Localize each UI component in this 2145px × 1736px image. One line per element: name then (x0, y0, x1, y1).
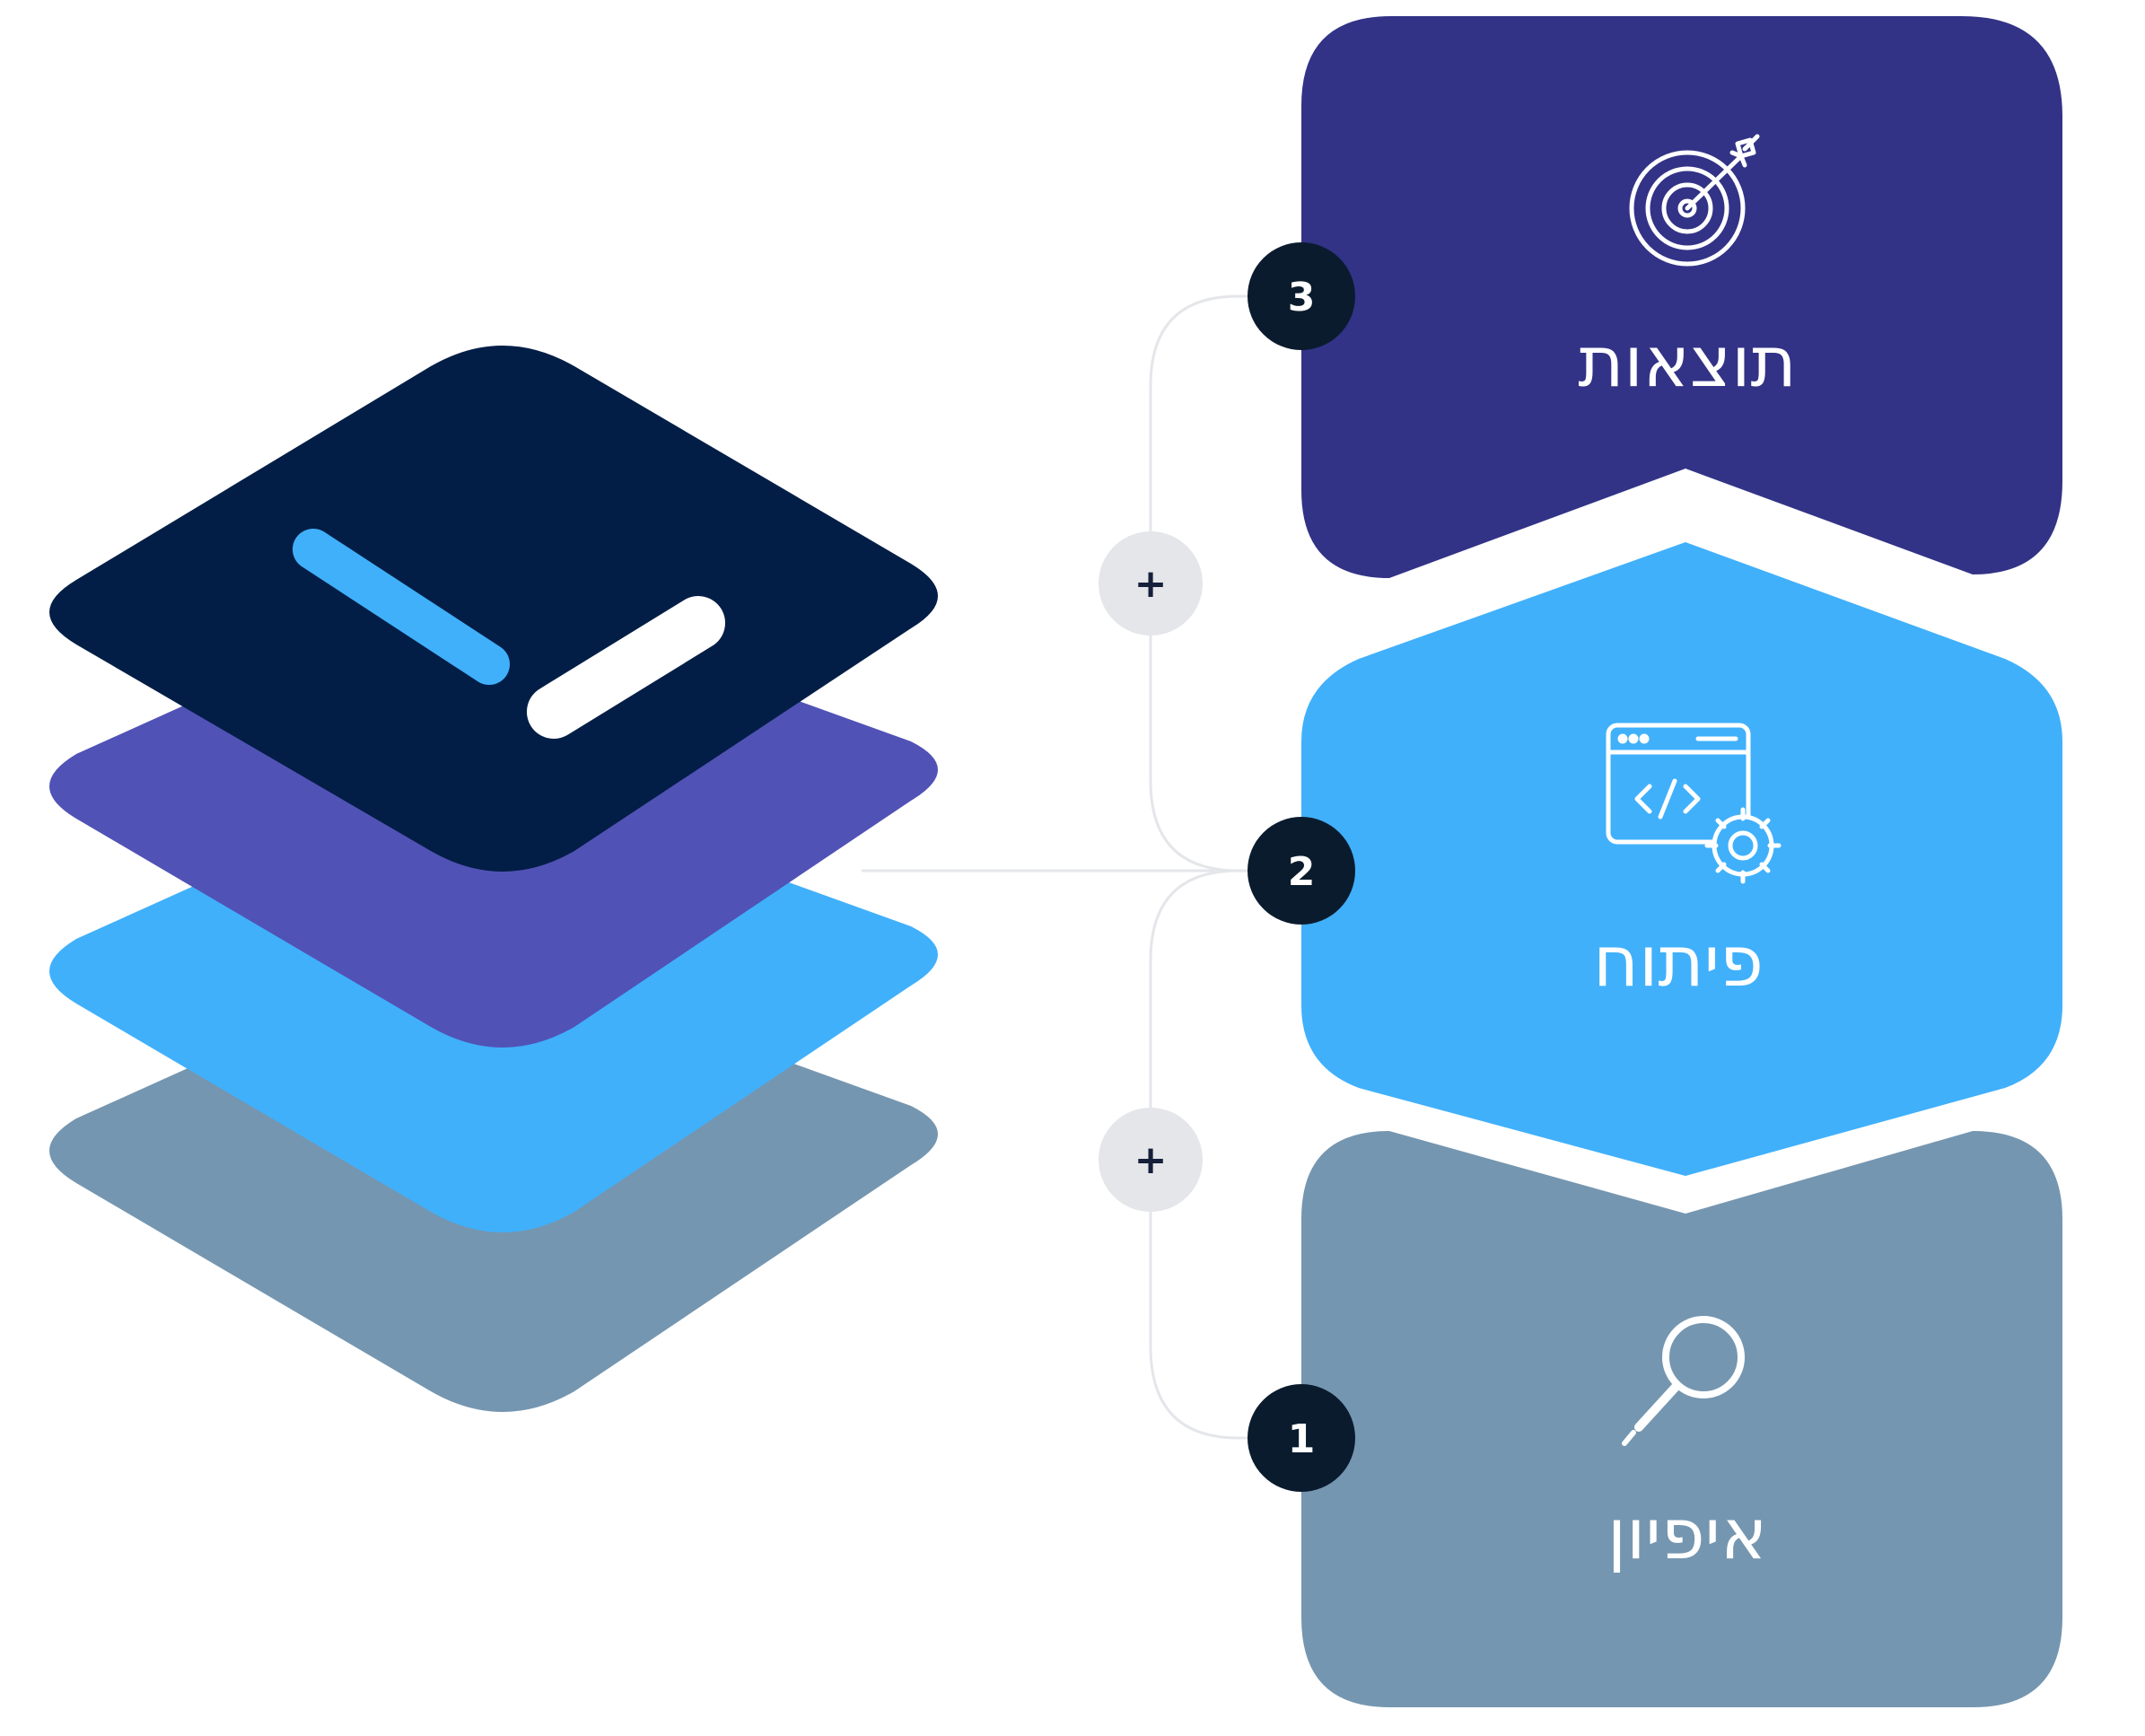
plus-icon: + (1134, 1137, 1168, 1183)
magnifier-icon (1622, 1316, 1745, 1446)
step-card-results[interactable] (1301, 16, 2062, 578)
logo-white-stroke (527, 596, 725, 739)
step-card-development[interactable] (1301, 542, 2062, 1176)
target-icon (1629, 134, 1760, 267)
layer-top-navy (49, 346, 938, 872)
layers-logo (49, 346, 938, 1412)
step-label-development: פיתוח (1593, 922, 1764, 1003)
step-number-2: 2 (1288, 849, 1316, 895)
step-number-3: 3 (1288, 275, 1316, 320)
step-number-1: 1 (1288, 1416, 1316, 1462)
code-window-gear-icon (1606, 723, 1782, 884)
add-step-button-lower[interactable]: + (1099, 1108, 1203, 1212)
connector-lines (862, 294, 1301, 1440)
step-badge-1: 1 (1248, 1384, 1355, 1492)
step-label-results: תוצאות (1578, 322, 1796, 403)
add-step-button-upper[interactable]: + (1099, 531, 1203, 636)
logo-blue-stroke (293, 529, 510, 685)
step-badge-3: 3 (1248, 242, 1355, 350)
plus-icon: + (1134, 561, 1168, 607)
step-label-characterization: איפיון (1607, 1495, 1767, 1575)
step-badge-2: 2 (1248, 817, 1355, 925)
step-card-characterization[interactable] (1301, 1131, 2062, 1707)
